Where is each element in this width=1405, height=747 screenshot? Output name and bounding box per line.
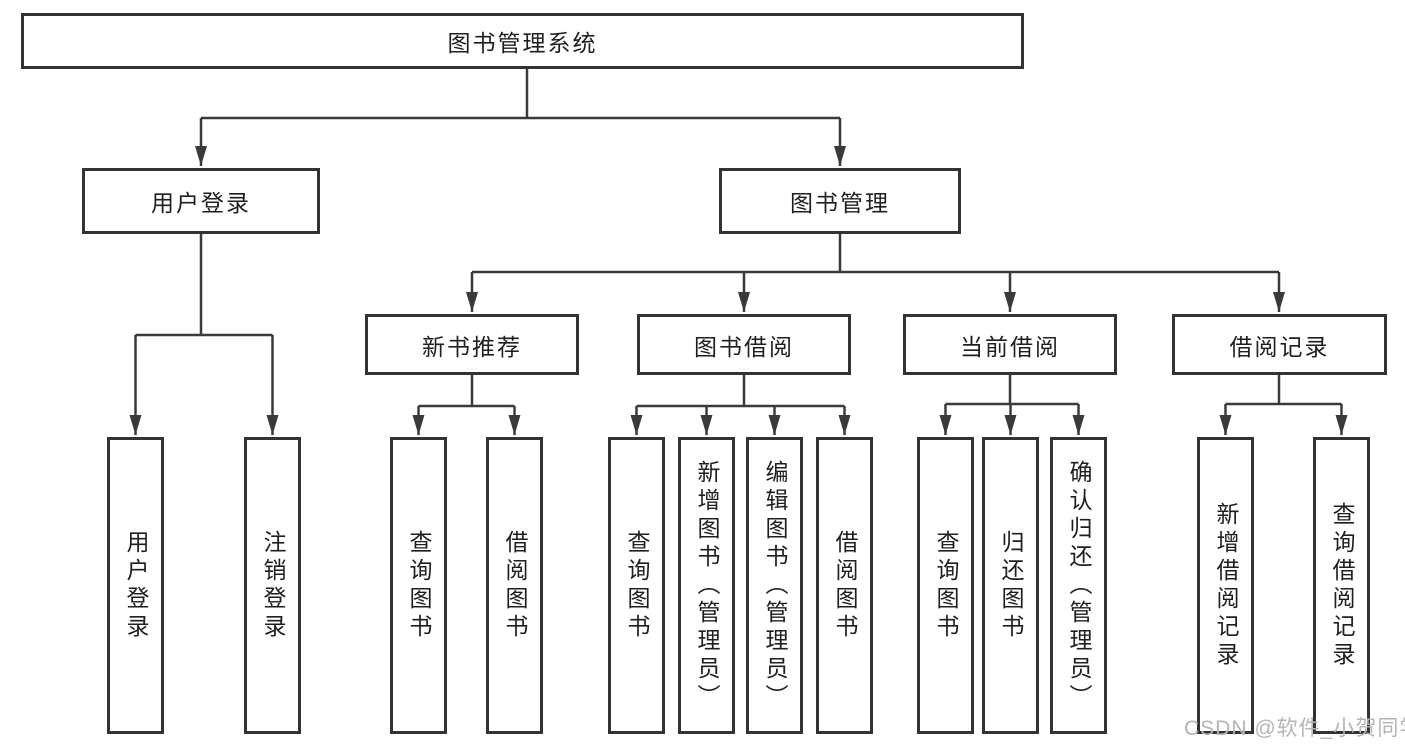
leaf-borrow-books: 借阅图书 bbox=[816, 437, 873, 734]
leaf-label: 查询图书 bbox=[624, 529, 650, 642]
node-label: 新书推荐 bbox=[422, 333, 522, 360]
leaf-logout: 注销登录 bbox=[244, 437, 301, 734]
leaf-borrow-books: 借阅图书 bbox=[486, 437, 543, 734]
leaf-label: 注销登录 bbox=[260, 529, 286, 642]
leaf-edit-books-admin: 编辑图书（管理员） bbox=[746, 437, 803, 734]
leaf-add-books-admin: 新增图书（管理员） bbox=[678, 437, 735, 734]
leaf-query-borrow-record: 查询借阅记录 bbox=[1313, 437, 1370, 734]
leaf-label: 确认归还（管理员） bbox=[1066, 459, 1092, 712]
node-book-management-system: 图书管理系统 bbox=[21, 13, 1024, 69]
leaf-label: 用户登录 bbox=[123, 529, 149, 642]
leaf-confirm-return-admin: 确认归还（管理员） bbox=[1050, 437, 1107, 734]
leaf-label: 查询图书 bbox=[933, 529, 959, 642]
node-label: 图书管理系统 bbox=[447, 30, 598, 56]
leaf-return-books: 归还图书 bbox=[982, 437, 1039, 734]
leaf-query-books: 查询图书 bbox=[390, 437, 447, 734]
leaf-user-login: 用户登录 bbox=[107, 437, 164, 734]
node-book-borrowing: 图书借阅 bbox=[637, 314, 851, 375]
leaf-query-books: 查询图书 bbox=[608, 437, 665, 734]
leaf-label: 查询借阅记录 bbox=[1329, 501, 1355, 670]
node-book-management-branch: 图书管理 bbox=[719, 168, 961, 234]
node-label: 图书借阅 bbox=[694, 333, 794, 360]
leaf-label: 编辑图书（管理员） bbox=[762, 459, 788, 712]
node-label: 图书管理 bbox=[790, 190, 890, 216]
node-label: 当前借阅 bbox=[960, 333, 1060, 360]
leaf-label: 借阅图书 bbox=[502, 529, 528, 642]
leaf-label: 新增借阅记录 bbox=[1213, 501, 1239, 670]
node-label: 借阅记录 bbox=[1229, 333, 1330, 360]
leaf-query-books: 查询图书 bbox=[917, 437, 974, 734]
node-user-login-branch: 用户登录 bbox=[82, 168, 320, 234]
node-label: 用户登录 bbox=[151, 190, 251, 216]
leaf-label: 归还图书 bbox=[998, 529, 1024, 642]
leaf-label: 借阅图书 bbox=[832, 529, 858, 642]
csdn-watermark: CSDN @软件_小贺同学 bbox=[1184, 717, 1405, 740]
node-borrowing-records: 借阅记录 bbox=[1172, 314, 1387, 375]
node-current-borrowing: 当前借阅 bbox=[903, 314, 1117, 375]
node-new-book-recommendation: 新书推荐 bbox=[365, 314, 579, 375]
leaf-add-borrow-record: 新增借阅记录 bbox=[1197, 437, 1254, 734]
leaf-label: 新增图书（管理员） bbox=[694, 459, 720, 712]
leaf-label: 查询图书 bbox=[406, 529, 432, 642]
